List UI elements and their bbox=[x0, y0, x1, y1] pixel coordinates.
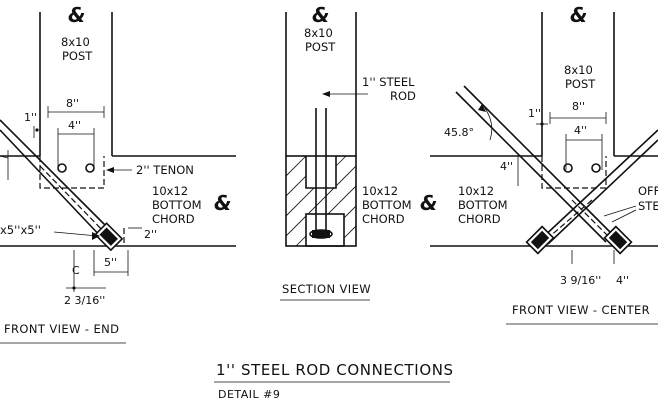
center-dim-3-9-16-label: 3 9/16'' bbox=[560, 274, 601, 287]
section-chord-label-3: CHORD bbox=[362, 212, 405, 226]
post-break-symbol: & bbox=[68, 3, 85, 27]
center-plate-left bbox=[525, 225, 555, 255]
dim-2-label: 2'' bbox=[144, 228, 157, 241]
chord-label-line2: BOTTOM bbox=[152, 198, 202, 212]
plate-size-label: x5''x5'' bbox=[0, 223, 41, 237]
center-chord-label-3: CHORD bbox=[458, 212, 501, 226]
section-post-label-1: 8x10 bbox=[304, 26, 333, 40]
rod-label-2: ROD bbox=[390, 89, 416, 103]
center-rod-b-edge-2 bbox=[547, 139, 658, 245]
front-end-caption: FRONT VIEW - END bbox=[4, 322, 119, 336]
angle-label: 45.8° bbox=[444, 126, 474, 139]
rod-edge-1 bbox=[0, 119, 113, 233]
center-post-label-2: POST bbox=[565, 77, 596, 91]
center-chord-break-symbol: & bbox=[420, 191, 437, 215]
center-rod-b-edge-1 bbox=[539, 129, 658, 241]
center-post-break-symbol: & bbox=[570, 3, 587, 27]
chord-break-symbol: & bbox=[214, 191, 231, 215]
dim-8-label: 8'' bbox=[66, 97, 79, 110]
dim-4-label: 4'' bbox=[68, 119, 81, 132]
center-peg-hole-2 bbox=[591, 163, 601, 173]
front-center-caption: FRONT VIEW - CENTER bbox=[512, 303, 650, 317]
offset-label-1: OFF bbox=[638, 184, 658, 198]
center-chord-label-1: 10x12 bbox=[458, 184, 494, 198]
front-view-end: & 8x10 POST 8'' 4'' 1'' & 2'' TENON 10x1… bbox=[0, 3, 236, 344]
center-plate-right bbox=[603, 225, 633, 255]
section-post-label-2: POST bbox=[305, 40, 336, 54]
rod-edge-2 bbox=[0, 129, 105, 241]
tenon-label: 2'' TENON bbox=[136, 163, 194, 177]
section-view: & 8x10 POST 1'' STEEL ROD bbox=[280, 3, 416, 301]
dim-1-label: 1'' bbox=[24, 111, 37, 124]
post-label-line1: 8x10 bbox=[61, 35, 90, 49]
center-post-label-1: 8x10 bbox=[564, 63, 593, 77]
dim-2-3-16-label: 2 3/16'' bbox=[64, 294, 105, 307]
section-chord-label-1: 10x12 bbox=[362, 184, 398, 198]
center-dim-4-left-label: 4'' bbox=[500, 160, 513, 173]
front-view-center: & 8x10 POST 8'' 4'' 1'' & 10x12 BOTTOM C… bbox=[420, 3, 658, 325]
section-chord-label-2: BOTTOM bbox=[362, 198, 412, 212]
chord-label-line1: 10x12 bbox=[152, 184, 188, 198]
rod-plate-washer bbox=[94, 222, 124, 252]
center-rod-a-edge-1 bbox=[463, 85, 613, 235]
center-dim-4-bottom-label: 4'' bbox=[616, 274, 629, 287]
center-rod-a-edge-2 bbox=[455, 91, 607, 243]
angle-arc bbox=[481, 103, 493, 141]
center-chord-label-2: BOTTOM bbox=[458, 198, 508, 212]
peg-hole-2 bbox=[85, 163, 95, 173]
center-dim-8-label: 8'' bbox=[572, 100, 585, 113]
drawing-title: 1'' STEEL ROD CONNECTIONS bbox=[216, 361, 454, 379]
center-dim-4-label: 4'' bbox=[574, 124, 587, 137]
center-peg-hole-1 bbox=[563, 163, 573, 173]
tenon-outline bbox=[39, 156, 105, 189]
detail-number: DETAIL #9 bbox=[218, 388, 280, 401]
section-nut bbox=[312, 230, 330, 238]
dim-c-label: C bbox=[72, 264, 80, 277]
section-caption: SECTION VIEW bbox=[282, 282, 371, 296]
dim-5-label: 5'' bbox=[104, 256, 117, 269]
nut-pocket bbox=[305, 213, 345, 247]
peg-hole-1 bbox=[57, 163, 67, 173]
chord-label-line3: CHORD bbox=[152, 212, 195, 226]
center-dim-1-label: 1'' bbox=[528, 107, 541, 120]
offset-label-2: STE bbox=[638, 199, 658, 213]
post-label-line2: POST bbox=[62, 49, 93, 63]
section-break-symbol: & bbox=[312, 3, 329, 27]
rod-label-1: 1'' STEEL bbox=[362, 75, 415, 89]
